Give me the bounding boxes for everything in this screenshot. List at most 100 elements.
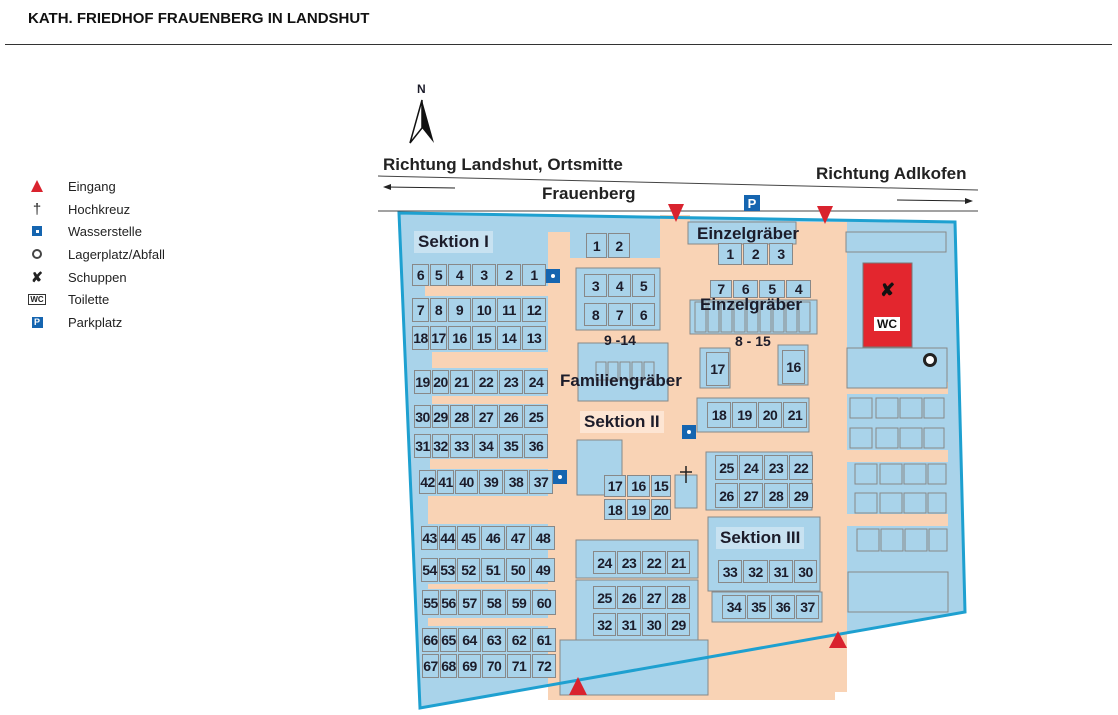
grave-plot[interactable]: 68 [440, 654, 457, 678]
grave-plot[interactable]: 28 [450, 405, 473, 428]
entrance-triangle-icon[interactable] [817, 206, 833, 224]
entrance-triangle-icon[interactable] [829, 631, 847, 648]
grave-plot[interactable]: 6 [632, 303, 655, 326]
entrance-triangle-icon[interactable] [668, 204, 684, 222]
grave-plot[interactable]: 26 [617, 586, 641, 609]
grave-plot[interactable]: 23 [764, 455, 788, 480]
grave-plot[interactable]: 51 [481, 558, 505, 582]
grave-plot[interactable]: 45 [457, 526, 480, 550]
grave-plot[interactable]: 5 [759, 280, 785, 298]
grave-plot[interactable]: 31 [414, 434, 431, 458]
grave-plot[interactable]: 16 [627, 475, 650, 497]
grave-plot[interactable]: 17 [430, 326, 447, 350]
grave-plot[interactable]: 64 [458, 628, 481, 652]
grave-plot[interactable]: 12 [522, 298, 546, 322]
grave-plot[interactable]: 8 [584, 303, 607, 326]
grave-plot[interactable]: 54 [421, 558, 438, 582]
grave-plot[interactable]: 72 [532, 654, 556, 678]
grave-plot[interactable]: 2 [497, 264, 521, 286]
grave-plot[interactable]: 62 [507, 628, 531, 652]
grave-plot[interactable]: 25 [524, 405, 548, 428]
grave-plot[interactable]: 3 [769, 243, 793, 265]
grave-plot[interactable]: 1 [522, 264, 546, 286]
grave-plot[interactable]: 18 [604, 499, 626, 520]
grave-plot[interactable]: 33 [718, 560, 742, 583]
grave-plot[interactable]: 15 [472, 326, 496, 350]
grave-plot[interactable]: 23 [617, 551, 641, 574]
grave-plot[interactable]: 21 [450, 370, 473, 394]
grave-plot[interactable]: 4 [608, 274, 631, 297]
grave-plot[interactable]: 37 [529, 470, 553, 494]
grave-plot[interactable]: 21 [667, 551, 690, 574]
grave-plot[interactable]: 35 [747, 595, 770, 619]
grave-plot[interactable]: 35 [499, 434, 523, 458]
grave-plot[interactable]: 26 [499, 405, 523, 428]
grave-plot[interactable]: 37 [796, 595, 819, 619]
grave-plot[interactable]: 26 [715, 483, 738, 508]
grave-plot[interactable]: 30 [642, 613, 666, 636]
grave-plot[interactable]: 11 [497, 298, 521, 322]
grave-plot[interactable]: 19 [732, 402, 757, 428]
wc-icon[interactable]: WC [874, 317, 900, 331]
grave-plot[interactable]: 57 [458, 590, 481, 615]
grave-plot[interactable]: 21 [783, 402, 807, 428]
grave-plot[interactable]: 15 [651, 475, 671, 497]
grave-plot[interactable]: 2 [743, 243, 768, 265]
grave-plot[interactable]: 63 [482, 628, 506, 652]
grave-plot[interactable]: 22 [789, 455, 813, 480]
grave-plot[interactable]: 44 [439, 526, 456, 550]
grave-plot[interactable]: 13 [522, 326, 546, 350]
grave-plot[interactable]: 32 [743, 560, 768, 583]
grave-plot[interactable]: 27 [739, 483, 763, 508]
grave-plot[interactable]: 2 [608, 233, 630, 258]
grave-plot[interactable]: 6 [412, 264, 429, 286]
grave-plot[interactable]: 7 [710, 280, 732, 298]
grave-plot[interactable]: 42 [419, 470, 436, 494]
grave-plot[interactable]: 41 [437, 470, 454, 494]
grave-plot[interactable]: 69 [458, 654, 481, 678]
grave-plot[interactable]: 39 [479, 470, 503, 494]
grave-plot[interactable]: 38 [504, 470, 528, 494]
parking-icon[interactable]: P [744, 195, 760, 211]
grave-plot[interactable]: 22 [642, 551, 666, 574]
grave-plot[interactable]: 3 [584, 274, 607, 297]
grave-plot[interactable]: 1 [586, 233, 607, 258]
grave-plot[interactable]: 23 [499, 370, 523, 394]
grave-plot[interactable]: 28 [764, 483, 788, 508]
grave-plot[interactable]: 19 [627, 499, 650, 520]
grave-plot[interactable]: 49 [531, 558, 555, 582]
grave-plot[interactable]: 59 [507, 590, 531, 615]
grave-plot[interactable]: 56 [440, 590, 457, 615]
grave-plot[interactable]: 34 [474, 434, 498, 458]
grave-plot[interactable]: 71 [507, 654, 531, 678]
grave-plot[interactable]: 5 [632, 274, 655, 297]
grave-plot[interactable]: 7 [608, 303, 631, 326]
grave-plot[interactable]: 9 [448, 298, 471, 322]
grave-plot[interactable]: 31 [617, 613, 641, 636]
grave-plot[interactable]: 61 [532, 628, 556, 652]
grave-plot[interactable]: 4 [786, 280, 811, 298]
grave-plot[interactable]: 47 [506, 526, 530, 550]
grave-plot[interactable]: 32 [593, 613, 616, 636]
grave-plot[interactable]: 25 [593, 586, 616, 609]
entrance-triangle-icon[interactable] [569, 677, 587, 695]
grave-plot[interactable]: 30 [414, 405, 431, 428]
grave-plot[interactable]: 36 [771, 595, 795, 619]
grave-plot[interactable]: 14 [497, 326, 521, 350]
grave-plot[interactable]: 29 [667, 613, 690, 636]
grave-plot[interactable]: 43 [421, 526, 438, 550]
grave-plot[interactable]: 24 [524, 370, 548, 394]
grave-plot[interactable]: 8 [430, 298, 447, 322]
grave-plot[interactable]: 19 [414, 370, 431, 394]
grave-plot[interactable]: 34 [722, 595, 746, 619]
grave-plot[interactable]: 22 [474, 370, 498, 394]
grave-plot[interactable]: 1 [718, 243, 742, 265]
grave-plot[interactable]: 29 [432, 405, 449, 428]
grave-plot[interactable]: 25 [715, 455, 738, 480]
grave-plot[interactable]: 16 [782, 350, 805, 384]
grave-plot[interactable]: 20 [432, 370, 449, 394]
grave-plot[interactable]: 4 [448, 264, 471, 286]
grave-plot[interactable]: 32 [432, 434, 449, 458]
grave-plot[interactable]: 50 [506, 558, 530, 582]
grave-plot[interactable]: 18 [707, 402, 731, 428]
